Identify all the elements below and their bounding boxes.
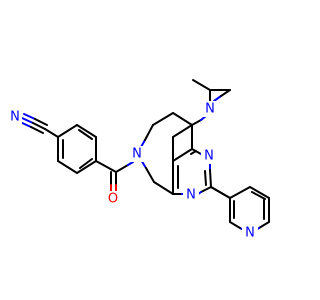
benzene-ring xyxy=(57,124,97,174)
carbonyl-oxygen-label: O xyxy=(108,192,118,207)
nitrile-nitrogen-label: N xyxy=(10,110,20,125)
carbonyl-group xyxy=(95,160,134,192)
structure-drawing: N O N N N N N xyxy=(8,79,270,241)
ring-nitrogen-label: N xyxy=(132,147,142,162)
piperidine-ring xyxy=(140,112,193,195)
pyrimidine-n3-label: N xyxy=(204,149,214,164)
pyrimidine-n1-label: N xyxy=(186,188,196,203)
molecule-diagram: N O N N N N N xyxy=(8,79,270,241)
pyridine-nitrogen-label: N xyxy=(245,226,255,241)
atom-labels: N O N N N N N xyxy=(8,101,258,241)
nitrile-group xyxy=(19,113,59,138)
dimethylamino-nitrogen-label: N xyxy=(205,102,215,117)
pyridine-ring xyxy=(210,186,270,232)
